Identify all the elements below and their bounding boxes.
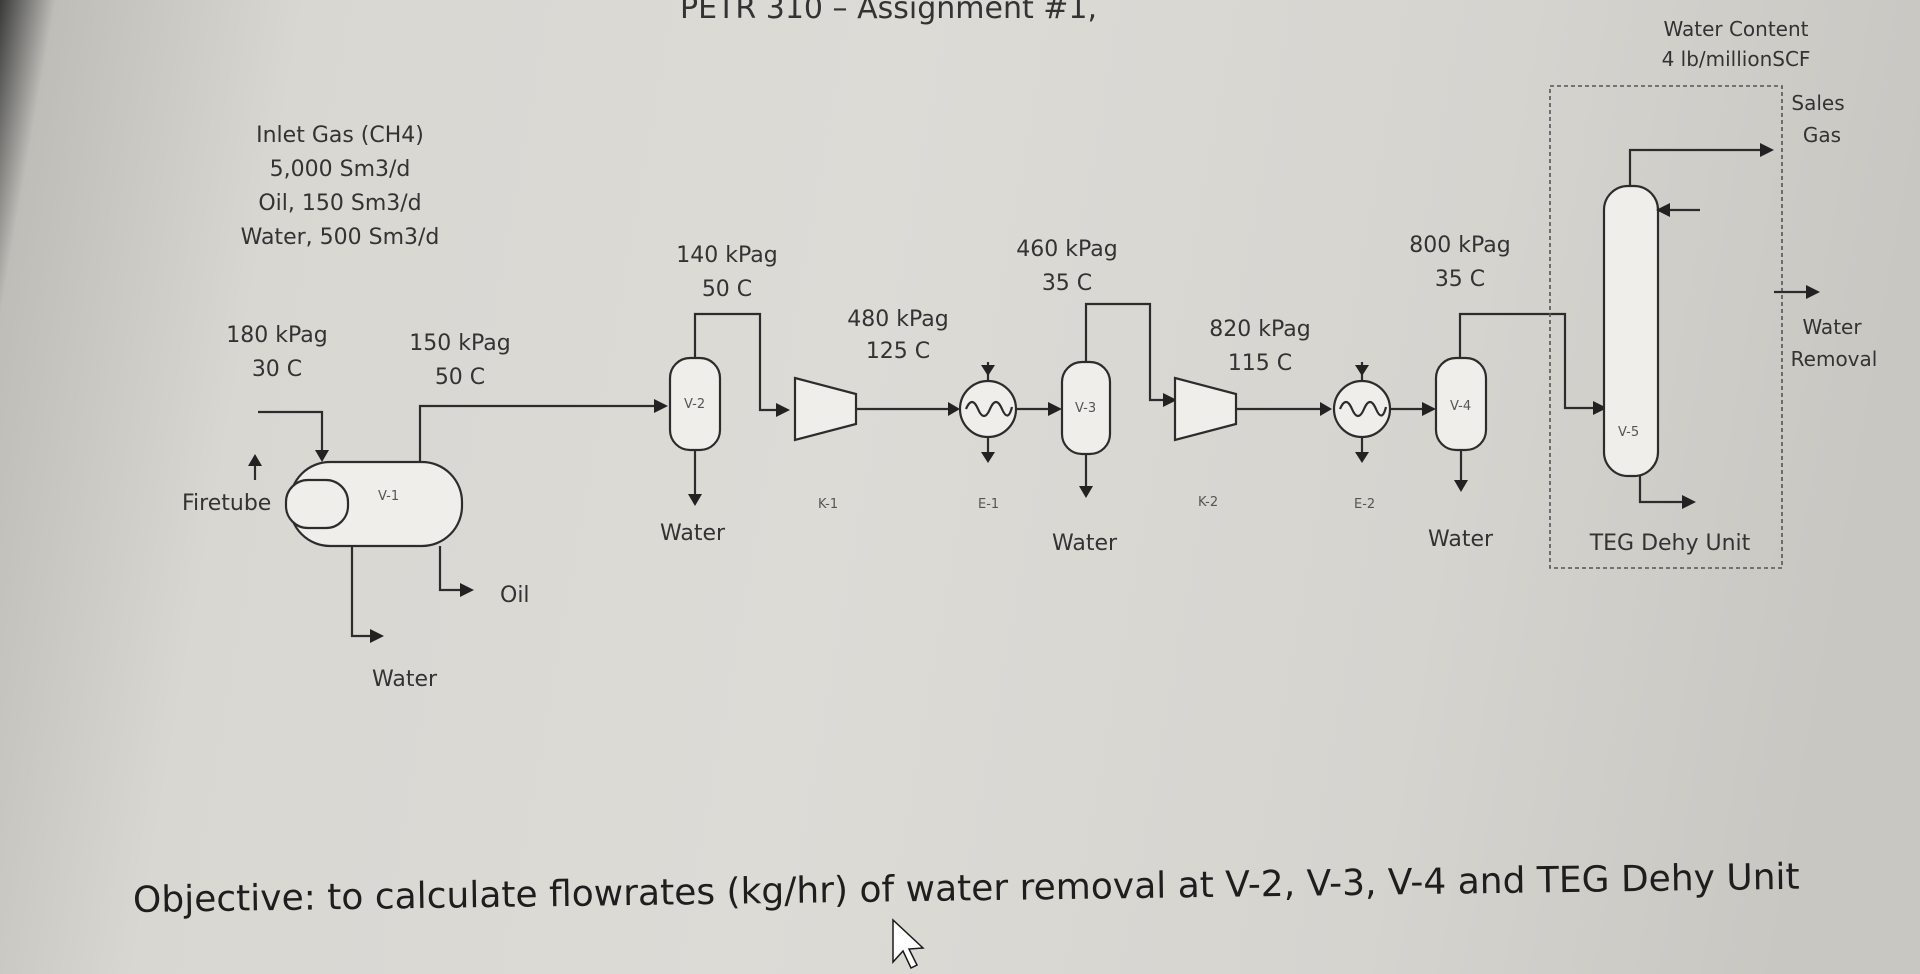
v4-gas-arrow bbox=[1593, 401, 1607, 415]
e2-tag: E-2 bbox=[1354, 497, 1375, 512]
sales-gas-line-1: Sales bbox=[1791, 91, 1844, 115]
rich-glycol-arrow bbox=[1682, 495, 1696, 509]
v4-gas-line bbox=[1458, 312, 1595, 410]
v1-water-arrow bbox=[370, 629, 384, 643]
v3-outlet-temperature: 35 C bbox=[1042, 271, 1092, 296]
e2-utility-in-arrow bbox=[1355, 365, 1369, 376]
teg-labels: Water Content 4 lb/millionSCF Sales Gas … bbox=[1589, 17, 1878, 556]
k2-outlet-temperature: 115 C bbox=[1228, 351, 1292, 376]
v1-inlet-pressure: 180 kPag bbox=[226, 323, 327, 348]
k1-discharge-arrow bbox=[948, 402, 960, 416]
inlet-line-1: Inlet Gas (CH4) bbox=[256, 123, 424, 148]
e1-utility-in-arrow bbox=[981, 365, 995, 376]
firetube-label: Firetube bbox=[182, 491, 271, 516]
teg-unit-boundary bbox=[1549, 85, 1783, 569]
v2-gas-arrow bbox=[776, 403, 790, 417]
v1-water-label: Water bbox=[372, 667, 438, 692]
sales-gas-arrow bbox=[1760, 143, 1774, 157]
k2-tag: K-2 bbox=[1198, 495, 1218, 510]
water-content-line-2: 4 lb/millionSCF bbox=[1662, 47, 1811, 71]
firetube-shape bbox=[284, 478, 350, 530]
v1-feed-line bbox=[258, 410, 324, 452]
v1-gas-arrow bbox=[654, 399, 668, 413]
inlet-line-3: Oil, 150 Sm3/d bbox=[258, 191, 421, 216]
mouse-cursor-icon bbox=[892, 918, 925, 970]
sales-gas-line-2: Gas bbox=[1803, 123, 1841, 147]
v4-separator: V-4 bbox=[1434, 356, 1488, 452]
v3-outlet-pressure: 460 kPag bbox=[1016, 237, 1117, 262]
teg-unit-label: TEG Dehy Unit bbox=[1589, 531, 1751, 556]
v1-water-line bbox=[350, 546, 372, 638]
v2-outlet-pressure: 140 kPag bbox=[676, 243, 777, 268]
e1-shape bbox=[958, 379, 1018, 439]
stream-conditions: 180 kPag 30 C 150 kPag 50 C 140 kPag 50 … bbox=[226, 233, 1510, 390]
v1-outlet-pressure: 150 kPag bbox=[409, 331, 510, 356]
inlet-line-4: Water, 500 Sm3/d bbox=[241, 225, 440, 250]
water-removal-line-1: Water bbox=[1802, 315, 1862, 339]
e1-tag: E-1 bbox=[978, 497, 999, 512]
v1-outlet-temperature: 50 C bbox=[435, 365, 485, 390]
v2-gas-line bbox=[693, 312, 778, 412]
v3-gas-arrow bbox=[1163, 393, 1177, 407]
k2-compressor: K-2 bbox=[1173, 376, 1238, 510]
sales-gas-line bbox=[1628, 148, 1762, 186]
e2-utility-out-arrow bbox=[1355, 452, 1369, 463]
k1-outlet-pressure: 480 kPag bbox=[847, 307, 948, 332]
v5-tag: V-5 bbox=[1618, 425, 1639, 440]
k2-discharge-arrow bbox=[1320, 402, 1332, 416]
e1-utility-out-arrow bbox=[981, 452, 995, 463]
v4-water-arrow bbox=[1454, 480, 1468, 492]
v1-oil-line bbox=[438, 546, 462, 592]
v1-tag: V-1 bbox=[378, 489, 399, 504]
inlet-line-2: 5,000 Sm3/d bbox=[270, 157, 411, 182]
k1-shape bbox=[793, 376, 858, 442]
v3-water-arrow bbox=[1079, 486, 1093, 498]
v5-contactor: V-5 bbox=[1602, 184, 1660, 478]
glycol-in-arrow bbox=[1656, 203, 1670, 217]
v3-water-label: Water bbox=[1052, 531, 1118, 556]
v1-oil-arrow bbox=[460, 583, 474, 597]
k1-compressor: K-1 bbox=[793, 376, 858, 512]
v1-feed-arrow bbox=[315, 450, 329, 462]
water-removal-line-2: Removal bbox=[1791, 347, 1878, 371]
v4-outlet-pressure: 800 kPag bbox=[1409, 233, 1510, 258]
v4-outlet-temperature: 35 C bbox=[1435, 267, 1485, 292]
water-removal-arrow bbox=[1806, 285, 1820, 299]
v1-separator: V-1 Firetube bbox=[182, 460, 464, 548]
e2-outlet-arrow bbox=[1422, 402, 1436, 416]
e2-exchanger: E-2 bbox=[1332, 379, 1392, 512]
k1-tag: K-1 bbox=[818, 497, 838, 512]
v2-outlet-temperature: 50 C bbox=[702, 277, 752, 302]
v2-water-arrow bbox=[688, 494, 702, 506]
v4-water-label: Water bbox=[1428, 527, 1494, 552]
v4-tag: V-4 bbox=[1450, 399, 1471, 414]
v2-separator: V-2 bbox=[668, 356, 722, 452]
e1-wave bbox=[964, 400, 1014, 418]
e1-outlet-arrow bbox=[1048, 402, 1062, 416]
rich-glycol-line bbox=[1638, 476, 1684, 504]
oil-label: Oil bbox=[500, 583, 530, 608]
diagram-title: PETR 310 – Assignment #1, bbox=[680, 0, 1097, 26]
water-content-line-1: Water Content bbox=[1663, 17, 1808, 41]
v1-gas-line bbox=[418, 404, 656, 462]
v3-gas-line bbox=[1084, 302, 1165, 402]
k2-outlet-pressure: 820 kPag bbox=[1209, 317, 1310, 342]
e2-shape bbox=[1332, 379, 1392, 439]
k2-shape bbox=[1173, 376, 1238, 442]
e2-wave bbox=[1338, 400, 1388, 418]
v1-inlet-temperature: 30 C bbox=[252, 357, 302, 382]
v3-tag: V-3 bbox=[1075, 401, 1096, 416]
v2-tag: V-2 bbox=[684, 397, 705, 412]
v2-water-label: Water bbox=[660, 521, 726, 546]
firetube-exhaust-arrow bbox=[248, 454, 262, 466]
v3-separator: V-3 bbox=[1060, 360, 1112, 456]
k1-outlet-temperature: 125 C bbox=[866, 339, 930, 364]
inlet-description: Inlet Gas (CH4) 5,000 Sm3/d Oil, 150 Sm3… bbox=[241, 123, 440, 250]
